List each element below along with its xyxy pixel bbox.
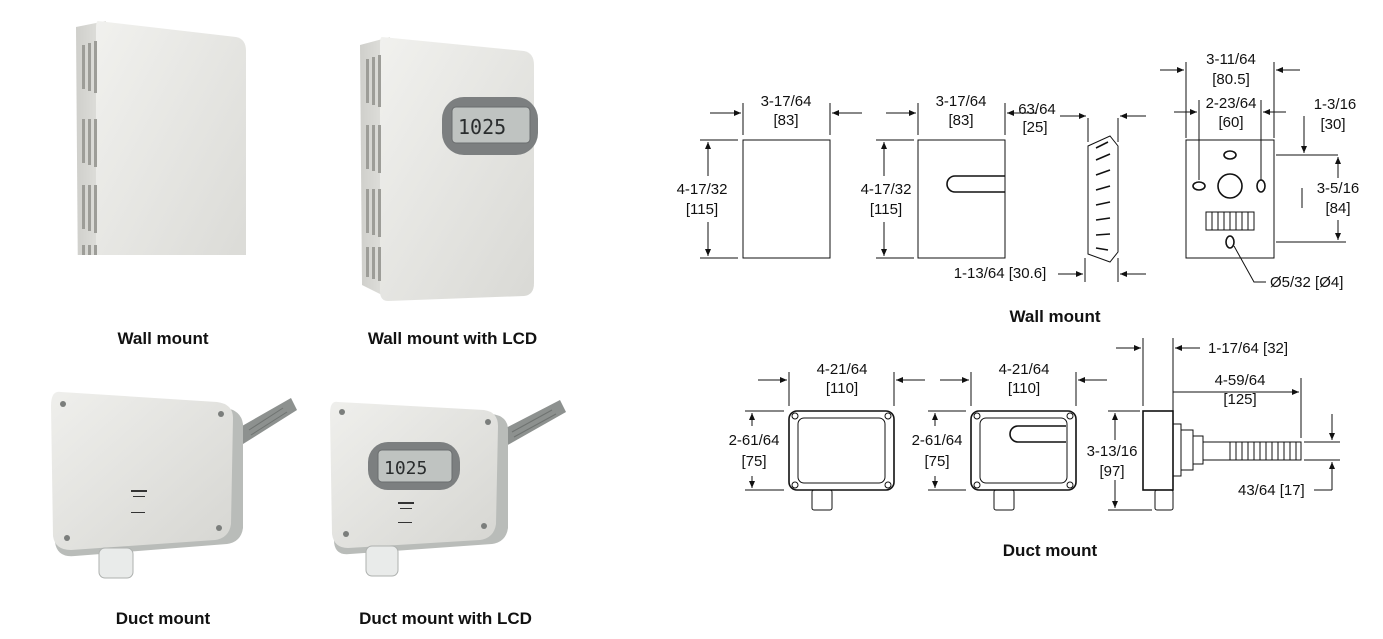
duct-lcd-front-view: 4-21/64 [110] 2-61/64 [75] — [912, 361, 1107, 511]
caption-wall-mount-lcd: Wall mount with LCD — [367, 329, 538, 348]
duct-side-height-label: 3-13/16 — [1087, 443, 1138, 460]
duct-probe-length-label: 4-59/64 — [1215, 372, 1266, 389]
wall-back-top-label: 1-3/16 — [1314, 96, 1357, 113]
duct-side-view: 1-17/64 [32] 4-59/64 [125] 3-13/16 [97] … — [1087, 338, 1340, 511]
wall-mount-lcd-photo: 1025 — [360, 37, 538, 301]
duct-side-offset-label: 1-17/64 [32] — [1208, 340, 1288, 357]
wall-side-bottom-label: 1-13/64 [30.6] — [954, 265, 1047, 282]
wall-mount-photo — [76, 21, 246, 255]
wall-diagram-title: Wall mount — [1010, 307, 1101, 326]
duct-lcd-width-label: 4-21/64 — [999, 361, 1050, 378]
wall-back-hole-label: Ø5/32 [Ø4] — [1270, 274, 1343, 291]
wall-back-inner-mm: [60] — [1218, 114, 1243, 131]
wall-side-depth-label: 63/64 — [1018, 101, 1056, 118]
duct-side-height-mm: [97] — [1099, 463, 1124, 480]
wall-lcd-width-mm: [83] — [948, 112, 973, 129]
wall-lcd-height-mm: [115] — [870, 201, 902, 218]
duct-diagram-title: Duct mount — [1003, 541, 1098, 560]
duct-mount-photo — [51, 391, 297, 579]
wall-front-width-mm: [83] — [773, 112, 798, 129]
duct-front-view: 4-21/64 [110] 2-61/64 [75] — [729, 361, 925, 511]
wall-front-height-label: 4-17/32 — [677, 181, 728, 198]
wall-back-inner-label: 2-23/64 — [1206, 95, 1257, 112]
duct-lcd-width-mm: [110] — [1008, 380, 1040, 397]
wall-back-outer-label: 3-11/64 — [1206, 51, 1256, 68]
wall-back-vertical-mm: [84] — [1325, 200, 1350, 217]
wall-front-width-label: 3-17/64 — [761, 93, 812, 110]
duct-front-width-mm: [110] — [826, 380, 858, 397]
wall-back-top-mm: [30] — [1320, 116, 1345, 133]
duct-probe-length-mm: [125] — [1223, 391, 1256, 408]
wall-back-view: 3-11/64 [80.5] 2-23/64 [60] 1-3/16 [30] … — [1160, 51, 1359, 291]
duct-probe-dia-label: 43/64 [17] — [1238, 482, 1305, 499]
duct-front-height-label: 2-61/64 — [729, 432, 780, 449]
wall-front-height-mm: [115] — [686, 201, 718, 218]
wall-back-outer-mm: [80.5] — [1212, 71, 1250, 88]
duct-front-width-label: 4-21/64 — [817, 361, 868, 378]
wall-lcd-reading: 1025 — [458, 115, 506, 139]
wall-side-view: 63/64 [25] 1-13/64 [30.6] — [954, 101, 1146, 282]
wall-lcd-front-view: 3-17/64 [83] 4-17/32 [115] — [861, 93, 1037, 259]
duct-lcd-reading: 1025 — [384, 458, 427, 479]
wall-back-vertical-label: 3-5/16 — [1317, 180, 1360, 197]
wall-lcd-width-label: 3-17/64 — [936, 93, 987, 110]
caption-duct-mount-lcd: Duct mount with LCD — [359, 609, 532, 628]
caption-wall-mount: Wall mount — [117, 329, 209, 348]
caption-duct-mount: Duct mount — [115, 609, 211, 628]
duct-front-height-mm: [75] — [741, 453, 766, 470]
wall-front-view: 3-17/64 [83] 4-17/32 [115] — [677, 93, 862, 259]
duct-mount-lcd-photo: 1025 — [330, 400, 566, 577]
duct-lcd-height-label: 2-61/64 — [912, 432, 963, 449]
wall-lcd-height-label: 4-17/32 — [861, 181, 912, 198]
wall-side-depth-mm: [25] — [1022, 119, 1047, 136]
duct-lcd-height-mm: [75] — [924, 453, 949, 470]
